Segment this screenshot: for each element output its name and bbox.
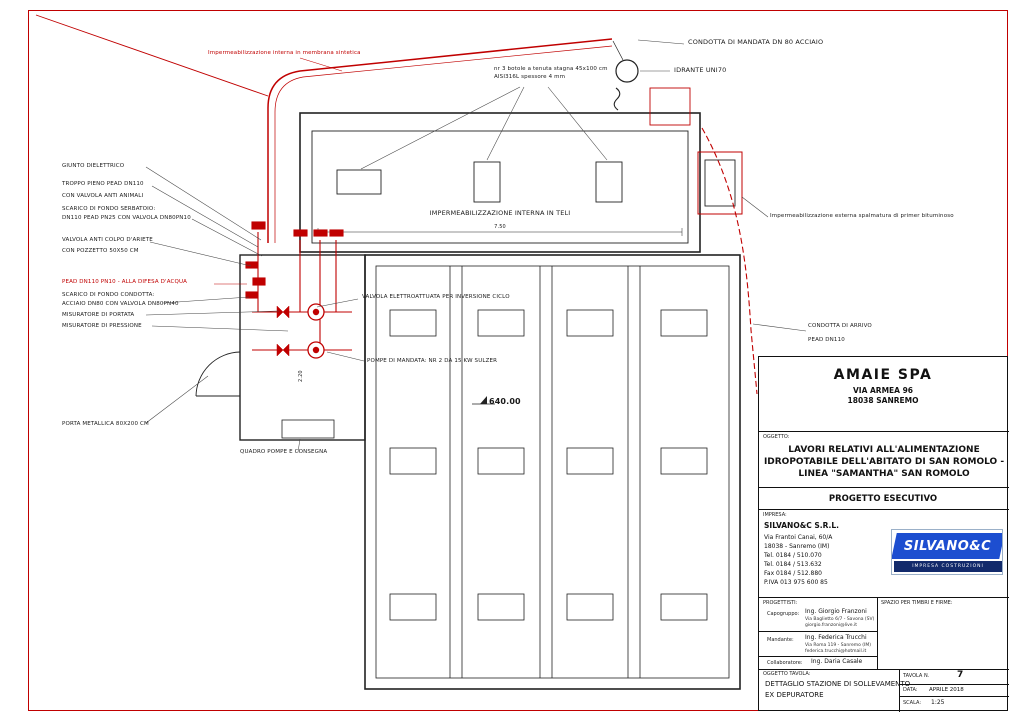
contractor-logo-subtitle: IMPRESA COSTRUZIONI bbox=[894, 561, 1002, 572]
label-quota: 640.00 bbox=[489, 397, 521, 406]
tavola-number: 7 bbox=[957, 670, 964, 680]
label-botole-1: nr 3 botole a tenuta stagna 45x100 cm bbox=[494, 66, 608, 72]
label-valvola-elettro: VALVOLA ELETTROATTUATA PER INVERSIONE CI… bbox=[362, 294, 510, 300]
capogruppo-label: Capogruppo: bbox=[767, 611, 800, 617]
client-block: AMAIE SPA VIA ARMEA 96 18038 SANREMO bbox=[759, 367, 1007, 405]
collaboratore-label: Collaboratore: bbox=[767, 660, 803, 666]
sheet-title-line-2: EX DEPURATORE bbox=[765, 691, 824, 699]
divider bbox=[759, 631, 877, 632]
scala-value: 1:25 bbox=[931, 699, 945, 706]
stamps-area-label: SPAZIO PER TIMBRI E FIRME: bbox=[881, 600, 953, 606]
sheet-title-label: OGGETTO TAVOLA: bbox=[763, 671, 811, 677]
contractor-logo: SILVANO&C IMPRESA COSTRUZIONI bbox=[891, 529, 1003, 575]
label-pozzetto: CON POZZETTO 50X50 CM bbox=[62, 248, 139, 254]
leader-lines bbox=[145, 39, 807, 453]
divider bbox=[899, 696, 1009, 697]
progettisti-label: PROGETTISTI: bbox=[763, 600, 798, 606]
label-membrana: Impermeabilizzazione interna in membrana… bbox=[208, 50, 361, 56]
mandante-email: federica.trucchi@hotmail.it bbox=[805, 649, 867, 654]
title-block: AMAIE SPA VIA ARMEA 96 18038 SANREMO OGG… bbox=[758, 356, 1009, 712]
label-arrivo-1: CONDOTTA DI ARRIVO bbox=[808, 323, 872, 329]
tavola-label: TAVOLA N. bbox=[903, 673, 930, 679]
capogruppo-name: Ing. Giorgio Franzoni bbox=[805, 608, 867, 615]
divider bbox=[759, 487, 1009, 488]
label-idrante: IDRANTE UNI70 bbox=[674, 66, 727, 74]
divider bbox=[899, 684, 1009, 685]
divider bbox=[759, 656, 877, 657]
divider bbox=[877, 597, 878, 669]
collaboratore-name: Ing. Daria Casale bbox=[811, 658, 863, 665]
label-arrivo-2: PEAD DN110 bbox=[808, 337, 845, 343]
divider bbox=[759, 431, 1009, 432]
label-valvola-animali: CON VALVOLA ANTI ANIMALI bbox=[62, 193, 144, 199]
contractor-logo-text: SILVANO&C bbox=[904, 538, 992, 554]
contractor-name: SILVANO&C S.R.L. bbox=[764, 521, 839, 530]
project-phase: PROGETTO ESECUTIVO bbox=[828, 494, 938, 504]
scala-label: SCALA: bbox=[903, 700, 922, 706]
contractor-logo-mark: SILVANO&C bbox=[892, 533, 1002, 559]
mandante-name: Ing. Federica Trucchi bbox=[805, 634, 867, 641]
contractor-line: P.IVA 013 975 600 85 bbox=[764, 579, 828, 586]
red-leader-lines bbox=[214, 57, 343, 285]
mandante-address: Via Roma 119 - Sanremo (IM) bbox=[805, 643, 872, 648]
divider bbox=[759, 597, 1009, 598]
contractor-line: Tel. 0184 / 513.632 bbox=[764, 561, 822, 568]
contractor-line: 18038 - Sanremo (IM) bbox=[764, 543, 830, 550]
contractor-details: Via Frantoi Canai, 60/A 18038 - Sanremo … bbox=[764, 533, 832, 587]
label-quadro: QUADRO POMPE E CONSEGNA bbox=[240, 449, 328, 455]
contractor-line: Tel. 0184 / 510.070 bbox=[764, 552, 822, 559]
label-scarico-condotta-1: SCARICO DI FONDO CONDOTTA: bbox=[62, 292, 155, 298]
label-mis-pressione: MISURATORE DI PRESSIONE bbox=[62, 323, 142, 329]
label-mis-portata: MISURATORE DI PORTATA bbox=[62, 312, 135, 318]
pump-room bbox=[195, 254, 366, 441]
client-address-2: 18038 SANREMO bbox=[847, 396, 919, 405]
label-pompe: POMPE DI MANDATA: NR 2 DA 15 KW SULZER bbox=[367, 358, 498, 364]
divider bbox=[899, 669, 900, 712]
label-troppo-pieno: TROPPO PIENO PEAD DN110 bbox=[62, 181, 144, 187]
label-condotta-mandata: CONDOTTA DI MANDATA DN 80 ACCIAIO bbox=[688, 38, 824, 46]
client-address-1: VIA ARMEA 96 bbox=[852, 386, 914, 395]
capogruppo-email: giorgio.franzoni@live.it bbox=[805, 623, 857, 628]
arrival-pipe bbox=[701, 127, 758, 395]
project-title: LAVORI RELATIVI ALL'ALIMENTAZIONE IDROPO… bbox=[763, 445, 1005, 480]
label-scarico-condotta-2: ACCIAIO DN80 CON VALVOLA DN80PN40 bbox=[62, 301, 179, 307]
dim-room-width: 2.20 bbox=[298, 370, 304, 382]
tank-plan-view bbox=[364, 254, 741, 690]
capogruppo-address: Via Baglietto 6/7 - Savona (SV) bbox=[805, 617, 875, 622]
level-marker-icon bbox=[472, 396, 495, 405]
dim-tank-width: 7.50 bbox=[494, 224, 506, 230]
label-giunto: GIUNTO DIELETTRICO bbox=[62, 163, 125, 169]
client-name: AMAIE SPA bbox=[833, 367, 933, 383]
label-valvola-ariete: VALVOLA ANTI COLPO D'ARIETE bbox=[62, 237, 153, 243]
impresa-label: IMPRESA: bbox=[763, 512, 787, 518]
data-value: APRILE 2018 bbox=[929, 687, 964, 693]
oggetto-label: OGGETTO: bbox=[763, 434, 790, 440]
mandante-label: Mandante: bbox=[767, 637, 794, 643]
label-pead-difesa: PEAD DN110 PN10 - ALLA DIFESA D'ACQUA bbox=[62, 279, 188, 285]
sheet-title-line-1: DETTAGLIO STAZIONE DI SOLLEVAMENTO bbox=[765, 680, 911, 688]
label-botole-2: AISI316L spessore 4 mm bbox=[494, 74, 566, 80]
data-label: DATA: bbox=[903, 687, 918, 693]
hydrant-icon bbox=[612, 40, 639, 111]
label-scarico-serbatoio-2: DN110 PEAD PN25 CON VALVOLA DN80PN10 bbox=[62, 215, 191, 221]
label-teli: IMPERMEABILIZZAZIONE INTERNA IN TELI bbox=[429, 209, 571, 217]
divider bbox=[759, 509, 1009, 510]
contractor-line: Via Frantoi Canai, 60/A bbox=[764, 534, 833, 541]
label-porta: PORTA METALLICA 80X200 CM bbox=[62, 421, 149, 427]
contractor-line: Fax 0184 / 512.880 bbox=[764, 570, 822, 577]
label-scarico-serbatoio-1: SCARICO DI FONDO SERBATOIO: bbox=[62, 206, 156, 212]
label-imperm-esterna: Impermeabilizzazione esterna spalmatura … bbox=[770, 213, 954, 219]
divider bbox=[759, 669, 1009, 670]
delivery-piping bbox=[35, 14, 613, 359]
tank-section-view bbox=[299, 87, 743, 253]
